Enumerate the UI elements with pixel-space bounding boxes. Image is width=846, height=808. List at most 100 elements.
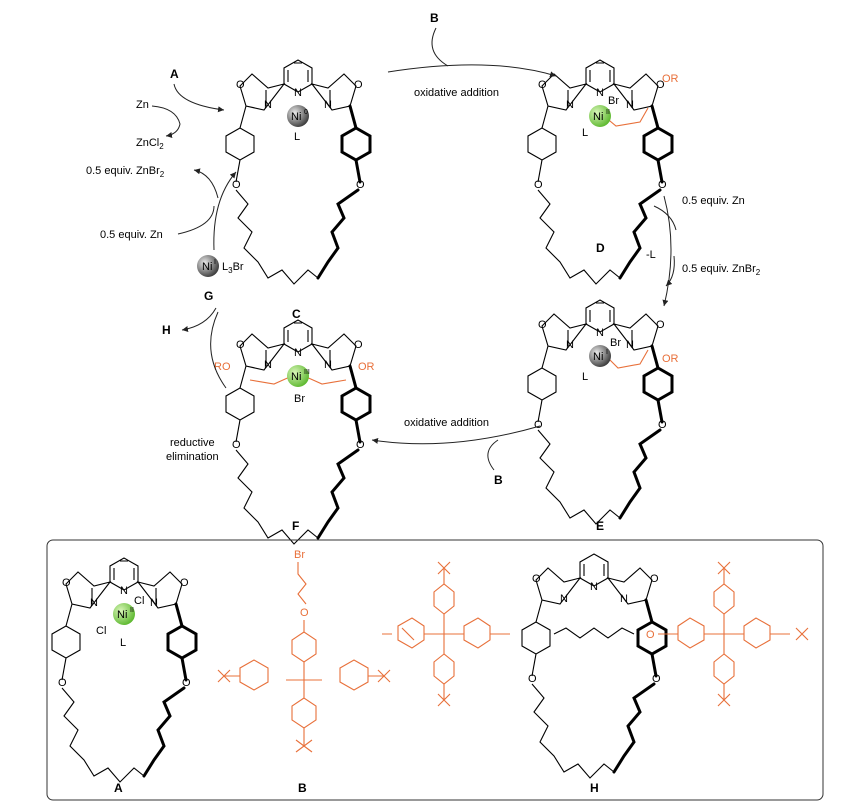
atom-n-left: N [566, 339, 574, 351]
reagent-minus-l: -L [646, 249, 656, 261]
arrow-zn-in-left [177, 205, 215, 235]
svg-text:N: N [560, 593, 568, 605]
complex-C: N N N O O Ni 0 L O O [224, 58, 372, 286]
atom-n-py: N [596, 327, 604, 339]
ro-group: RO [214, 361, 231, 373]
arrow-e-to-f [371, 425, 541, 445]
ligand-l: L [582, 127, 588, 139]
atom-o-ether-left: O [232, 179, 241, 191]
svg-text:O: O [182, 677, 191, 689]
product-H: H [162, 323, 171, 337]
ni-label: Ni [291, 111, 301, 123]
label-G: G [204, 289, 213, 303]
atom-o-left: O [538, 319, 547, 331]
atom-o-left: O [538, 79, 547, 91]
atom-n-right: N [324, 359, 332, 371]
label-H-panel: H [590, 781, 599, 795]
svg-text:O: O [532, 573, 541, 585]
ni-g-label: Ni [202, 261, 212, 273]
label-F: F [292, 519, 299, 533]
reagent-half-zn-right: 0.5 equiv. Zn [682, 195, 745, 207]
step-reductive: reductive [170, 437, 215, 449]
atom-n-left: N [264, 99, 272, 111]
atom-o-ether-right: O [356, 179, 365, 191]
atom-br: Br [610, 337, 621, 349]
svg-text:N: N [620, 593, 628, 605]
atom-o-right: O [656, 79, 665, 91]
ligand-l: L [582, 371, 588, 383]
ni-label: Ni [593, 111, 603, 123]
atom-o-H-orange: O [646, 629, 655, 641]
reagent-half-znbr2-right: 0.5 equiv. ZnBr2 [682, 263, 761, 277]
ni-label: Ni [593, 351, 603, 363]
alkyl-chain-orange [605, 349, 649, 369]
complex-F: N N N O O RO OR Ni III Br O O [214, 318, 375, 546]
ni-sphere [287, 105, 309, 127]
atom-o-left: O [236, 79, 245, 91]
svg-text:II: II [130, 607, 134, 614]
structures-panel [46, 539, 824, 801]
svg-text:O: O [650, 573, 659, 585]
atom-o-ether-right: O [658, 419, 667, 431]
arrow-c-to-d [387, 64, 557, 78]
or-group: OR [662, 73, 679, 85]
ni-g-oxidation: I [214, 259, 216, 266]
atom-cl-top: Cl [134, 595, 144, 607]
label-E: E [596, 519, 604, 533]
ni-sphere [287, 365, 309, 387]
svg-text:O: O [180, 577, 189, 589]
arrow-f-up [210, 311, 227, 389]
svg-text:O: O [58, 677, 67, 689]
g-ligand-text: L3Br [222, 261, 244, 275]
atom-n-right: N [626, 99, 634, 111]
ni-oxidation: III [304, 369, 310, 376]
atom-o-ether-left: O [534, 419, 543, 431]
svg-text:N: N [120, 585, 128, 597]
reagent-B-middle: B [494, 473, 503, 487]
atom-o-right: O [656, 319, 665, 331]
step-elimination: elimination [166, 451, 219, 463]
alkyl-chain-orange [603, 107, 649, 127]
reagent-zn: Zn [136, 99, 149, 111]
svg-text:O: O [62, 577, 71, 589]
arrow-h-out [181, 307, 217, 332]
svg-text:N: N [90, 597, 98, 609]
ni-label: Ni [291, 371, 301, 383]
label-B-panel: B [298, 781, 307, 795]
ni-sphere [113, 603, 135, 625]
arrow-znbr2-out-left [193, 168, 219, 199]
arrow-b-in-top [431, 27, 449, 67]
atom-n-py: N [596, 87, 604, 99]
ni-oxidation: I [606, 349, 608, 356]
reagent-half-zn-left: 0.5 equiv. Zn [100, 229, 163, 241]
alkyl-chain-orange-left [249, 375, 293, 385]
atom-n-right: N [626, 339, 634, 351]
or-group: OR [358, 361, 375, 373]
inner-chain [553, 627, 635, 639]
arrow-a-to-c [173, 83, 225, 113]
arrow-b-in-middle [487, 439, 499, 471]
reagent-half-znbr2-left: 0.5 equiv. ZnBr2 [86, 165, 165, 179]
complex-E: N N N O O OR Ni I Br L O O [526, 298, 679, 526]
ligand-l: L [120, 637, 126, 649]
ni-sphere [589, 105, 611, 127]
atom-o-ether-left: O [534, 179, 543, 191]
reagent-zncl2: ZnCl2 [136, 137, 164, 151]
label-C: C [292, 307, 301, 321]
atom-o-left: O [236, 339, 245, 351]
alkyl-chain-orange-right [303, 375, 347, 385]
svg-text:N: N [590, 581, 598, 593]
ni-oxidation: II [606, 109, 610, 116]
atom-n-py: N [294, 347, 302, 359]
step-oxidative-addition-top: oxidative addition [414, 87, 499, 99]
svg-text:N: N [150, 597, 158, 609]
label-D: D [596, 241, 605, 255]
svg-text:O: O [652, 673, 661, 685]
ni-sphere [589, 345, 611, 367]
reagent-B-top: B [430, 11, 439, 25]
structure-H: N N N O O O O O [382, 553, 809, 779]
atom-o-ether-right: O [658, 179, 667, 191]
atom-o-right: O [354, 339, 363, 351]
atom-o-ether-right: O [356, 439, 365, 451]
